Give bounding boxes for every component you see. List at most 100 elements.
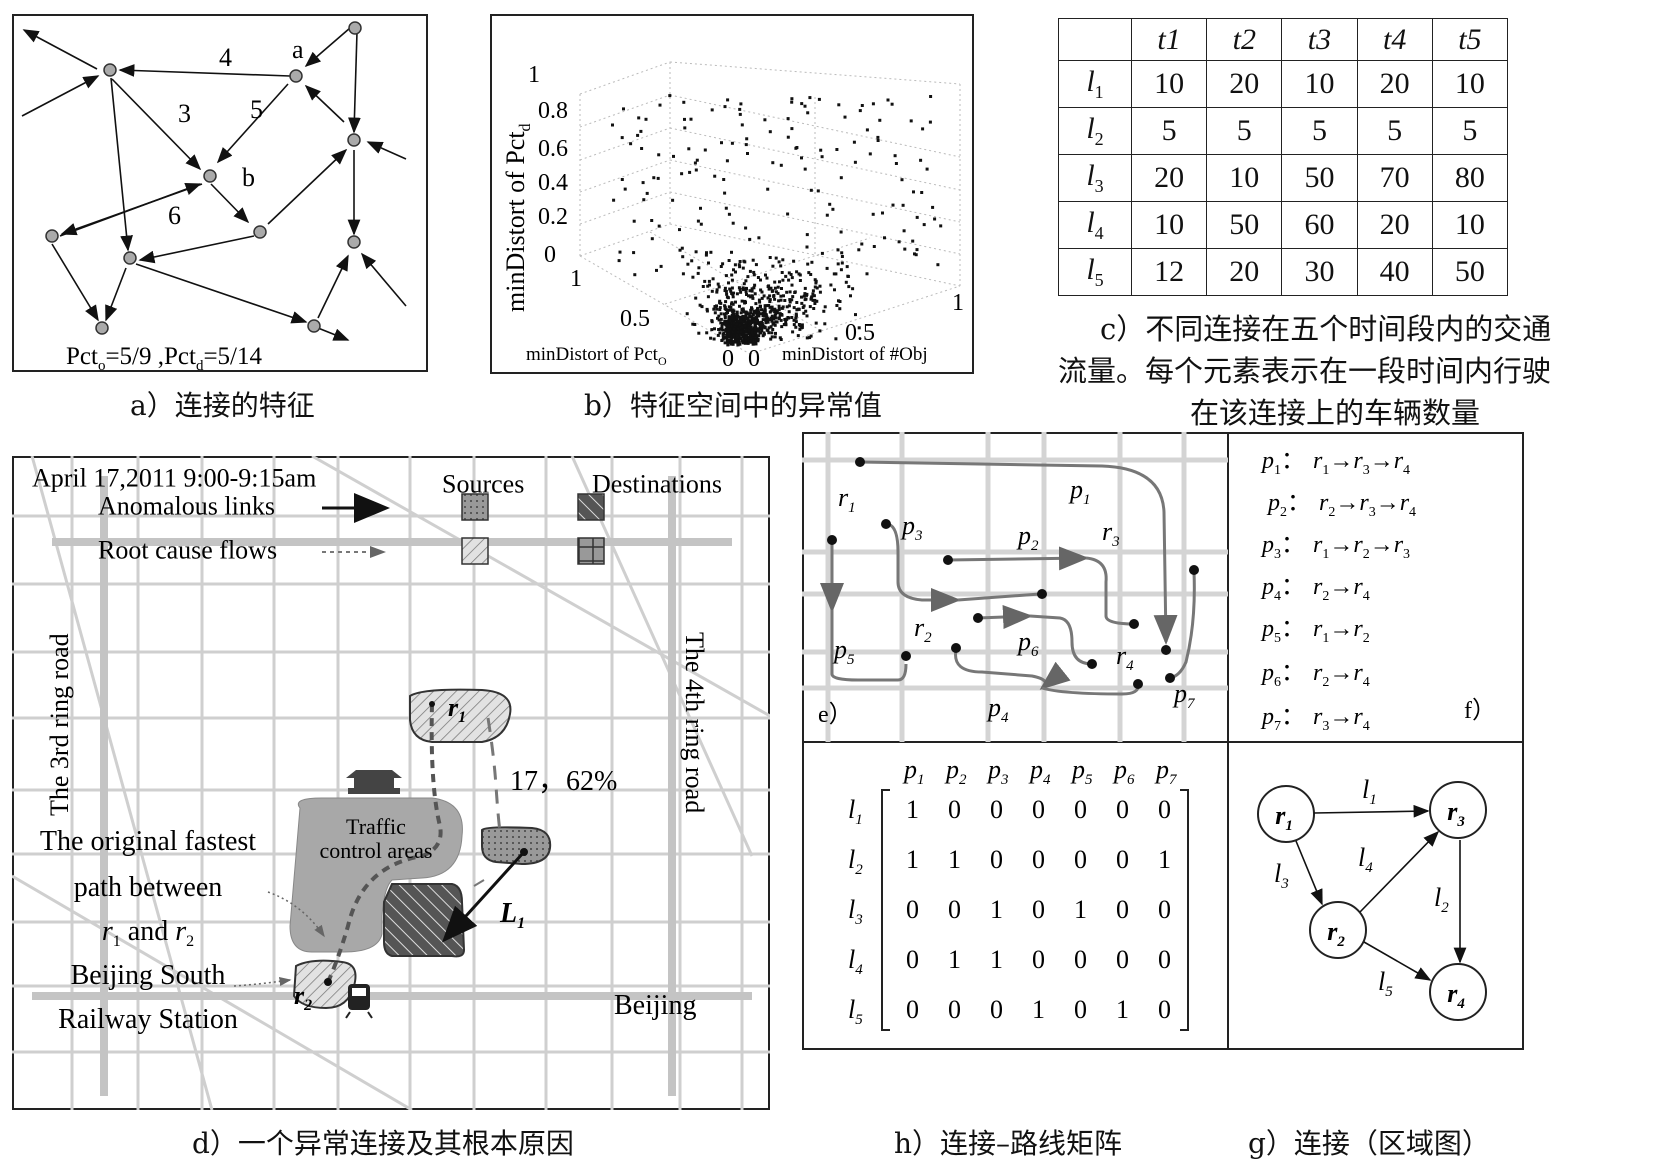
scatter-point bbox=[612, 198, 616, 202]
graph-node bbox=[307, 319, 321, 333]
link-graph: 4 3 5 6 a b Pcto=5/9 ,Pctd=5/14 bbox=[12, 14, 428, 374]
scatter-point bbox=[773, 310, 777, 314]
scatter-point bbox=[878, 118, 882, 122]
scatter-point bbox=[922, 223, 926, 227]
region-edges bbox=[1295, 804, 1467, 981]
matrix-cell: 1 bbox=[1158, 845, 1171, 874]
caption-d: d）一个异常连接及其根本原因 bbox=[192, 1127, 574, 1160]
panel-b-frame bbox=[490, 14, 974, 374]
scatter-point bbox=[753, 309, 757, 313]
r2-label: r2 bbox=[294, 981, 312, 1014]
scatter-point bbox=[808, 305, 812, 309]
scatter-point bbox=[748, 237, 752, 241]
scatter-point bbox=[732, 321, 736, 325]
scatter-point bbox=[795, 270, 799, 274]
x-axis-ticks: 1 0.5 0 bbox=[570, 266, 734, 372]
col-header: p2 bbox=[944, 755, 967, 788]
scatter-point bbox=[756, 321, 760, 325]
scatter-point bbox=[693, 161, 697, 165]
scatter-point bbox=[671, 198, 675, 202]
graph-node bbox=[347, 235, 361, 249]
scatter-point bbox=[750, 331, 754, 334]
scatter-point bbox=[746, 316, 750, 320]
scatter-point bbox=[805, 233, 809, 237]
scatter-point bbox=[727, 212, 731, 216]
scatter-point bbox=[802, 311, 806, 315]
matrix-right-bracket bbox=[1180, 789, 1189, 1031]
scatter-point bbox=[839, 176, 843, 180]
z-tick: 0.8 bbox=[538, 98, 568, 124]
scatter-point bbox=[726, 343, 730, 347]
graph-edges bbox=[21, 27, 407, 341]
scatter-point bbox=[727, 338, 731, 342]
scatter-point bbox=[687, 147, 691, 151]
scatter-point bbox=[672, 154, 675, 158]
scatter-point bbox=[790, 283, 794, 287]
scatter-point bbox=[928, 120, 932, 124]
scatter-point bbox=[865, 272, 869, 276]
pct-formula: Pcto=5/9 ,Pctd=5/14 bbox=[66, 343, 262, 372]
region-edge-label: l4 bbox=[1358, 843, 1373, 876]
scatter-point bbox=[846, 274, 850, 278]
scatter-point bbox=[757, 310, 760, 314]
panel-c-flow-table: t1 t2 t3 t4 t5 l1 10 20 10 20 10 l2 5 5 … bbox=[1058, 17, 1509, 296]
scatter-point bbox=[738, 323, 742, 327]
scatter-point bbox=[749, 334, 753, 338]
matrix-cell: 0 bbox=[906, 995, 919, 1024]
scatter-point bbox=[748, 340, 751, 344]
scatter-point bbox=[785, 317, 789, 321]
scatter-point bbox=[770, 305, 774, 309]
scatter-point bbox=[753, 316, 757, 320]
matrix-cell: 0 bbox=[1116, 845, 1129, 874]
scatter-point bbox=[723, 312, 726, 316]
scatter-point bbox=[837, 103, 841, 107]
scatter-point bbox=[682, 100, 686, 104]
scatter-point bbox=[739, 336, 743, 340]
station-label-1: Beijing South bbox=[71, 960, 226, 991]
table-cell: 20 bbox=[1206, 60, 1283, 109]
scatter-point bbox=[815, 286, 819, 290]
caption-c-line2: 流量。每个元素表示在一段时间内行驶 bbox=[1058, 354, 1552, 388]
edge-label: 4 bbox=[219, 43, 232, 72]
scatter-point bbox=[747, 326, 751, 330]
scatter-point bbox=[816, 189, 820, 193]
scatter-point bbox=[730, 316, 734, 320]
matrix-row-label: l2 bbox=[848, 845, 863, 878]
scatter-point bbox=[822, 309, 826, 313]
scatter-point bbox=[813, 278, 817, 282]
scatter-point bbox=[762, 332, 766, 336]
scatter-point bbox=[857, 326, 861, 330]
col-header: p3 bbox=[986, 755, 1009, 788]
scatter-point bbox=[730, 141, 734, 145]
scatter-point bbox=[777, 260, 781, 264]
e-label: p4 bbox=[986, 693, 1009, 726]
scatter-point bbox=[751, 296, 755, 300]
scatter-point bbox=[800, 301, 804, 305]
scatter-point bbox=[749, 321, 753, 325]
scatter-point bbox=[641, 181, 645, 185]
scatter-point bbox=[715, 288, 719, 292]
scatter-point bbox=[726, 340, 729, 344]
scatter-point bbox=[737, 286, 741, 290]
station-label-2: Railway Station bbox=[58, 1004, 238, 1035]
scatter-point bbox=[749, 311, 753, 315]
scatter-point bbox=[680, 246, 684, 250]
scatter-point bbox=[744, 316, 748, 320]
scatter-point bbox=[765, 315, 769, 319]
scatter-point bbox=[833, 288, 836, 292]
scatter-point bbox=[803, 104, 807, 108]
ring-road-4-label: The 4th ring road bbox=[680, 632, 709, 813]
scatter-point bbox=[739, 330, 743, 334]
table-row: l3 20 10 50 70 80 bbox=[1058, 154, 1509, 203]
scatter-point bbox=[750, 315, 754, 319]
scatter-point bbox=[721, 332, 725, 336]
path-p7 bbox=[1169, 571, 1196, 680]
scatter-point bbox=[718, 306, 722, 310]
scatter-point bbox=[740, 123, 744, 127]
scatter-point bbox=[781, 305, 785, 309]
point bbox=[520, 848, 528, 856]
scatter-point bbox=[697, 266, 701, 270]
path-p5-tail bbox=[830, 610, 908, 682]
scatter-point bbox=[748, 314, 752, 318]
scatter-point bbox=[767, 331, 771, 335]
